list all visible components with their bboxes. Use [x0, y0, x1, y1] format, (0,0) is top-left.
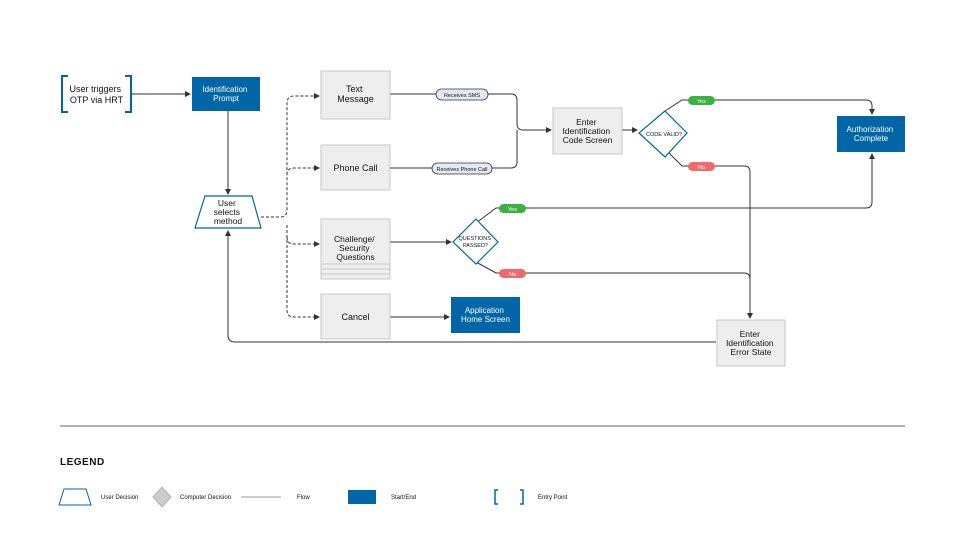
edge-label-receives-phone-call: Receives Phone Call	[431, 162, 493, 175]
receives-phone-call-label: Receives Phone Call	[436, 167, 487, 173]
legend-start-end-label: Start/End	[391, 495, 416, 501]
phone-call-line-1: Phone Call	[333, 163, 377, 173]
entry-point-line-1: User triggers	[69, 84, 121, 94]
edge-method-to-cancel	[286, 225, 320, 320]
cancel-line-1: Cancel	[341, 312, 369, 322]
legend-flow: Flow	[241, 495, 310, 501]
enter-code-screen-line-3: Code Screen	[563, 135, 613, 145]
legend-entry-point: Entry Point	[494, 489, 568, 505]
svg-text:Challenge/ Security: Challenge/ Security Questions	[334, 234, 377, 262]
legend-computer-decision-label: Computer Decision	[180, 495, 231, 501]
receives-sms-label: Receives SMS	[444, 93, 480, 99]
authorization-complete-line-1: Authorization	[847, 125, 894, 134]
error-state-line-3: Error State	[730, 347, 771, 357]
svg-text:Text Message: Text Message	[337, 84, 374, 104]
code-yes-badge: Yes	[688, 96, 715, 105]
code-valid-decision-node: CODE VALID?	[638, 110, 688, 158]
questions-no-badge: No	[499, 269, 526, 278]
questions-no-label: No	[509, 272, 516, 278]
enter-identification-code-screen-node: Enter Identification Code Screen	[552, 107, 623, 155]
legend-user-decision-label: User Decision	[101, 495, 138, 501]
edge-code-yes	[664, 99, 875, 115]
edge-questions-no	[475, 261, 751, 318]
legend-user-decision: User Decision	[58, 488, 138, 506]
phone-call-node: Phone Call	[320, 144, 391, 191]
questions-yes-badge: Yes	[499, 204, 526, 213]
edge-label-receives-sms: Receives SMS	[435, 88, 489, 101]
edge-sms-to-code	[390, 93, 552, 133]
svg-text:Application Home Screen: Application Home Screen	[461, 306, 510, 324]
edge-phone-to-code	[390, 130, 518, 169]
svg-text:User triggers OTP via HR: User triggers OTP via HRT	[69, 84, 123, 105]
edge-code-no	[664, 148, 753, 319]
svg-text:Identification Prompt: Identification Prompt	[202, 85, 249, 103]
edge-method-to-challenge	[286, 236, 320, 247]
svg-text:CODE VALID?: CODE VALID?	[646, 132, 682, 138]
user-selects-method-line-1: User	[218, 198, 236, 208]
error-state-line-2: Identification	[726, 338, 774, 348]
edge-method-to-phone	[286, 165, 320, 176]
svg-text:Phone Call: Phone Call	[333, 163, 377, 173]
challenge-questions-line-3: Questions	[336, 252, 374, 262]
enter-code-screen-line-1: Enter	[576, 117, 596, 127]
edge-error-to-method	[225, 230, 716, 343]
edge-method-branch-trunk	[261, 93, 320, 218]
user-selects-method-node: User selects method	[194, 195, 262, 229]
svg-text:Enter Identification: Enter Identification Error State	[726, 329, 776, 357]
challenge-questions-node: Challenge/ Security Questions	[320, 218, 391, 280]
user-selects-method-line-2: selects	[214, 207, 240, 217]
identification-prompt-line-2: Prompt	[213, 94, 240, 103]
code-valid-label: CODE VALID?	[646, 132, 682, 138]
text-message-node: Text Message	[320, 70, 391, 120]
authorization-complete-line-2: Complete	[854, 134, 889, 143]
enter-code-screen-line-2: Identification	[562, 126, 610, 136]
authorization-complete-node: Authorization Complete	[837, 116, 905, 152]
legend-computer-decision: Computer Decision	[152, 486, 231, 508]
legend-start-end: Start/End	[348, 490, 416, 504]
challenge-questions-line-2: Security	[339, 243, 370, 253]
questions-yes-label: Yes	[508, 207, 517, 213]
code-yes-label: Yes	[697, 99, 706, 105]
svg-text:Enter Identification: Enter Identification Code Screen	[562, 117, 612, 145]
error-state-line-1: Enter	[740, 329, 760, 339]
text-message-line-2: Message	[337, 94, 374, 104]
identification-prompt-line-1: Identification	[202, 85, 247, 94]
questions-passed-line-2: PASSED?	[463, 243, 488, 249]
svg-text:User selects metho: User selects method	[214, 198, 243, 226]
legend-title: LEGEND	[60, 457, 105, 468]
svg-text:Cancel: Cancel	[341, 312, 369, 322]
code-no-label: No	[698, 165, 705, 171]
user-selects-method-line-3: method	[214, 216, 243, 226]
code-no-badge: No	[688, 162, 715, 171]
questions-passed-decision-node: QUESTIONS PASSED?	[452, 218, 499, 265]
entry-point-node: User triggers OTP via HRT	[61, 75, 132, 113]
enter-identification-error-state-node: Enter Identification Error State	[716, 319, 786, 367]
entry-point-line-2: OTP via HRT	[70, 95, 124, 105]
application-home-screen-line-2: Home Screen	[461, 315, 510, 324]
cancel-node: Cancel	[320, 293, 391, 340]
challenge-questions-line-1: Challenge/	[334, 234, 375, 244]
legend-flow-label: Flow	[297, 495, 310, 501]
application-home-screen-line-1: Application	[465, 306, 504, 315]
application-home-screen-node: Application Home Screen	[451, 297, 520, 333]
questions-passed-line-1: QUESTIONS	[459, 236, 492, 242]
identification-prompt-node: Identification Prompt	[192, 77, 260, 111]
svg-text:Authorization Complete: Authorization Complete	[847, 125, 896, 143]
edge-questions-yes	[475, 153, 875, 224]
svg-text:QUESTIONS PASSED?: QUESTIONS PASSED?	[459, 236, 493, 249]
text-message-line-1: Text	[346, 84, 363, 94]
legend-entry-point-label: Entry Point	[538, 495, 568, 501]
